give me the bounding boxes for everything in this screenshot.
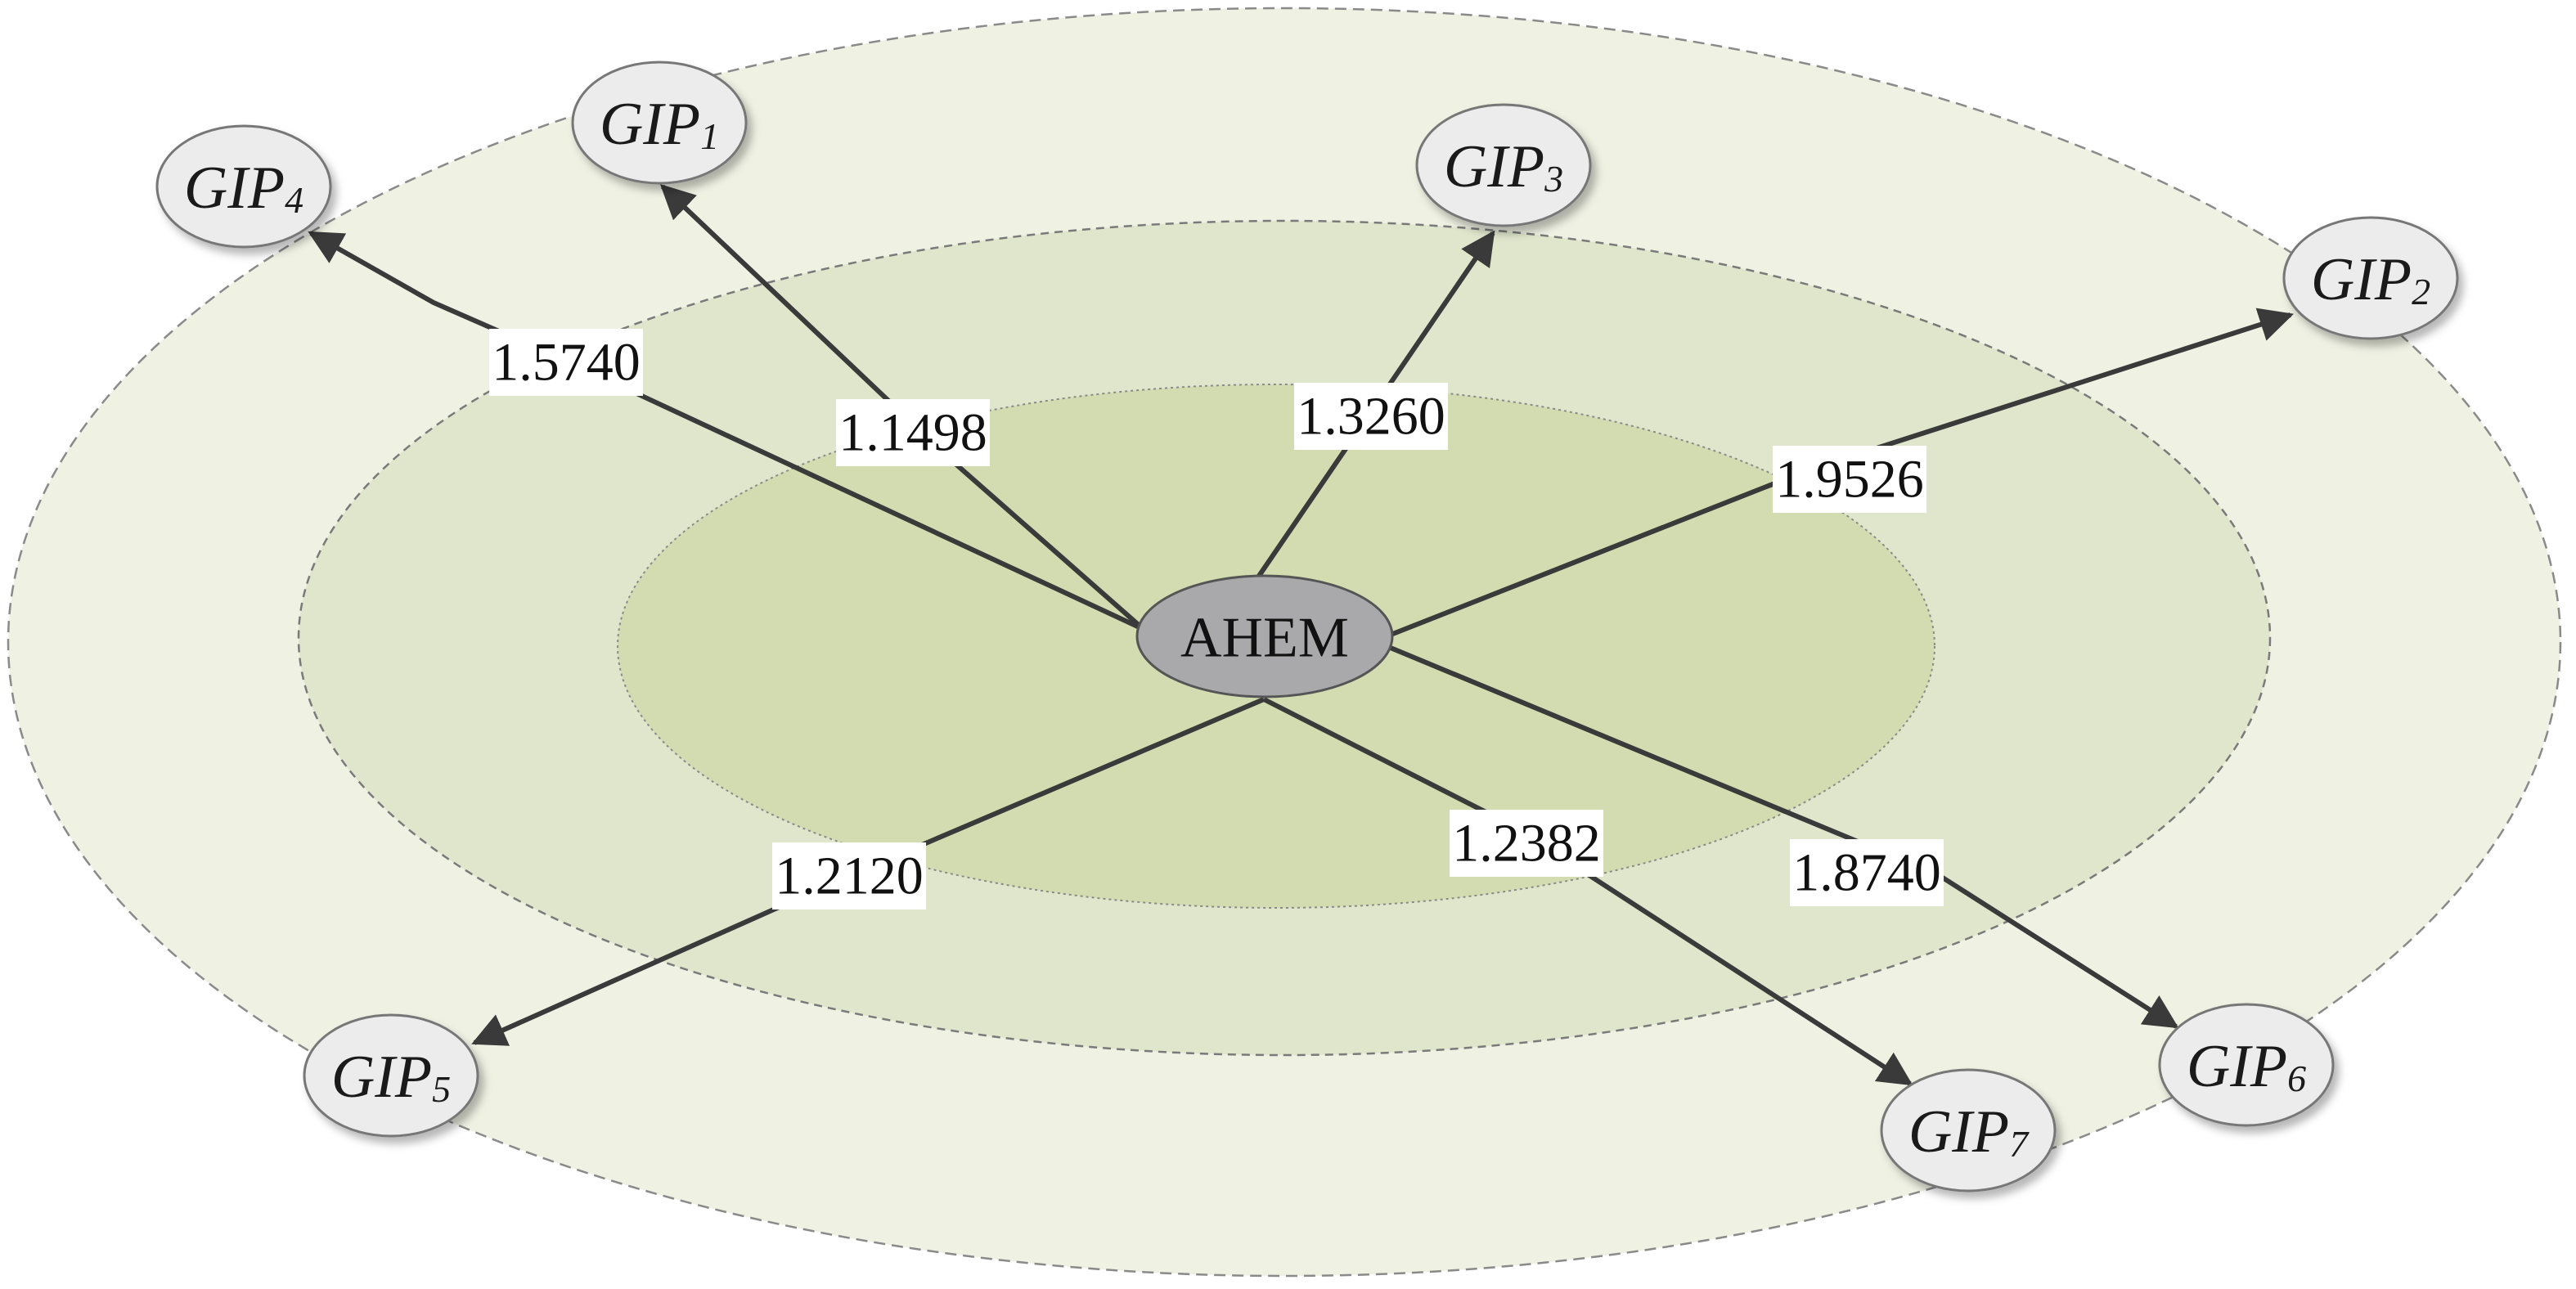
node-ellipse [2282,216,2459,340]
node-name: GIP [600,91,700,158]
node-ellipse [1880,1068,2057,1192]
weight-value: 1.2382 [1452,814,1601,874]
weight-value: 1.8740 [1792,843,1941,903]
node-name: GIP [1908,1098,2009,1165]
weight-box [1294,383,1448,450]
edge-weights: 1.5740 1.1498 1.3260 1.9526 1.2120 1.238… [489,329,1944,909]
weight-box [772,842,926,909]
weight-label-gip1: 1.1498 [836,399,990,466]
center-ellipse [1135,574,1394,698]
weight-box [1790,839,1944,906]
weight-label-gip6: 1.8740 [1790,839,1944,906]
node-name: GIP [1444,133,1544,200]
weight-value: 1.5740 [492,333,641,393]
weight-box [1773,446,1926,513]
node-label: GIP6 [2187,1033,2306,1100]
node-subscript: 2 [2412,271,2430,312]
center-node-ahem: AHEM [1135,574,1394,698]
weight-value: 1.9526 [1775,450,1924,510]
center-label: AHEM [1180,607,1349,670]
node-label: GIP5 [331,1044,451,1111]
weight-label-gip2: 1.9526 [1773,446,1926,513]
node-gip4: GIP4 [155,124,332,249]
node-name: GIP [2311,246,2412,313]
node-gip5: GIP5 [303,1013,479,1138]
node-subscript: 3 [1544,158,1563,200]
weight-label-gip5: 1.2120 [772,842,926,909]
node-label: GIP1 [600,91,719,158]
weight-box [489,329,643,396]
node-ellipse [2158,1003,2335,1127]
node-label: GIP2 [2311,246,2430,313]
node-label: GIP3 [1444,133,1563,200]
weight-label-gip7: 1.2382 [1450,810,1603,877]
weight-box [836,399,990,466]
node-name: GIP [2187,1033,2287,1100]
node-subscript: 5 [432,1068,451,1110]
node-ellipse [571,61,748,185]
node-subscript: 1 [700,115,719,157]
node-name: GIP [331,1044,432,1111]
node-subscript: 6 [2287,1058,2306,1099]
weight-label-gip4: 1.5740 [489,329,643,396]
node-subscript: 7 [2009,1123,2030,1165]
gip-nodes: GIP1 GIP2 GIP3 GIP4 GIP5 GIP6 GIP7 [155,61,2459,1192]
node-gip3: GIP3 [1415,103,1592,227]
node-gip6: GIP6 [2158,1003,2335,1127]
node-ellipse [303,1013,479,1138]
weight-box [1450,810,1603,877]
node-label: GIP4 [184,155,303,222]
weight-value: 1.2120 [775,847,924,906]
weight-label-gip3: 1.3260 [1294,383,1448,450]
node-label: GIP7 [1908,1098,2030,1165]
node-ellipse [1415,103,1592,227]
node-gip2: GIP2 [2282,216,2459,340]
node-ellipse [155,124,332,249]
node-subscript: 4 [285,179,303,221]
node-name: GIP [184,155,285,222]
weight-value: 1.1498 [838,403,987,463]
node-gip7: GIP7 [1880,1068,2057,1192]
node-gip1: GIP1 [571,61,748,185]
weight-value: 1.3260 [1297,387,1445,447]
